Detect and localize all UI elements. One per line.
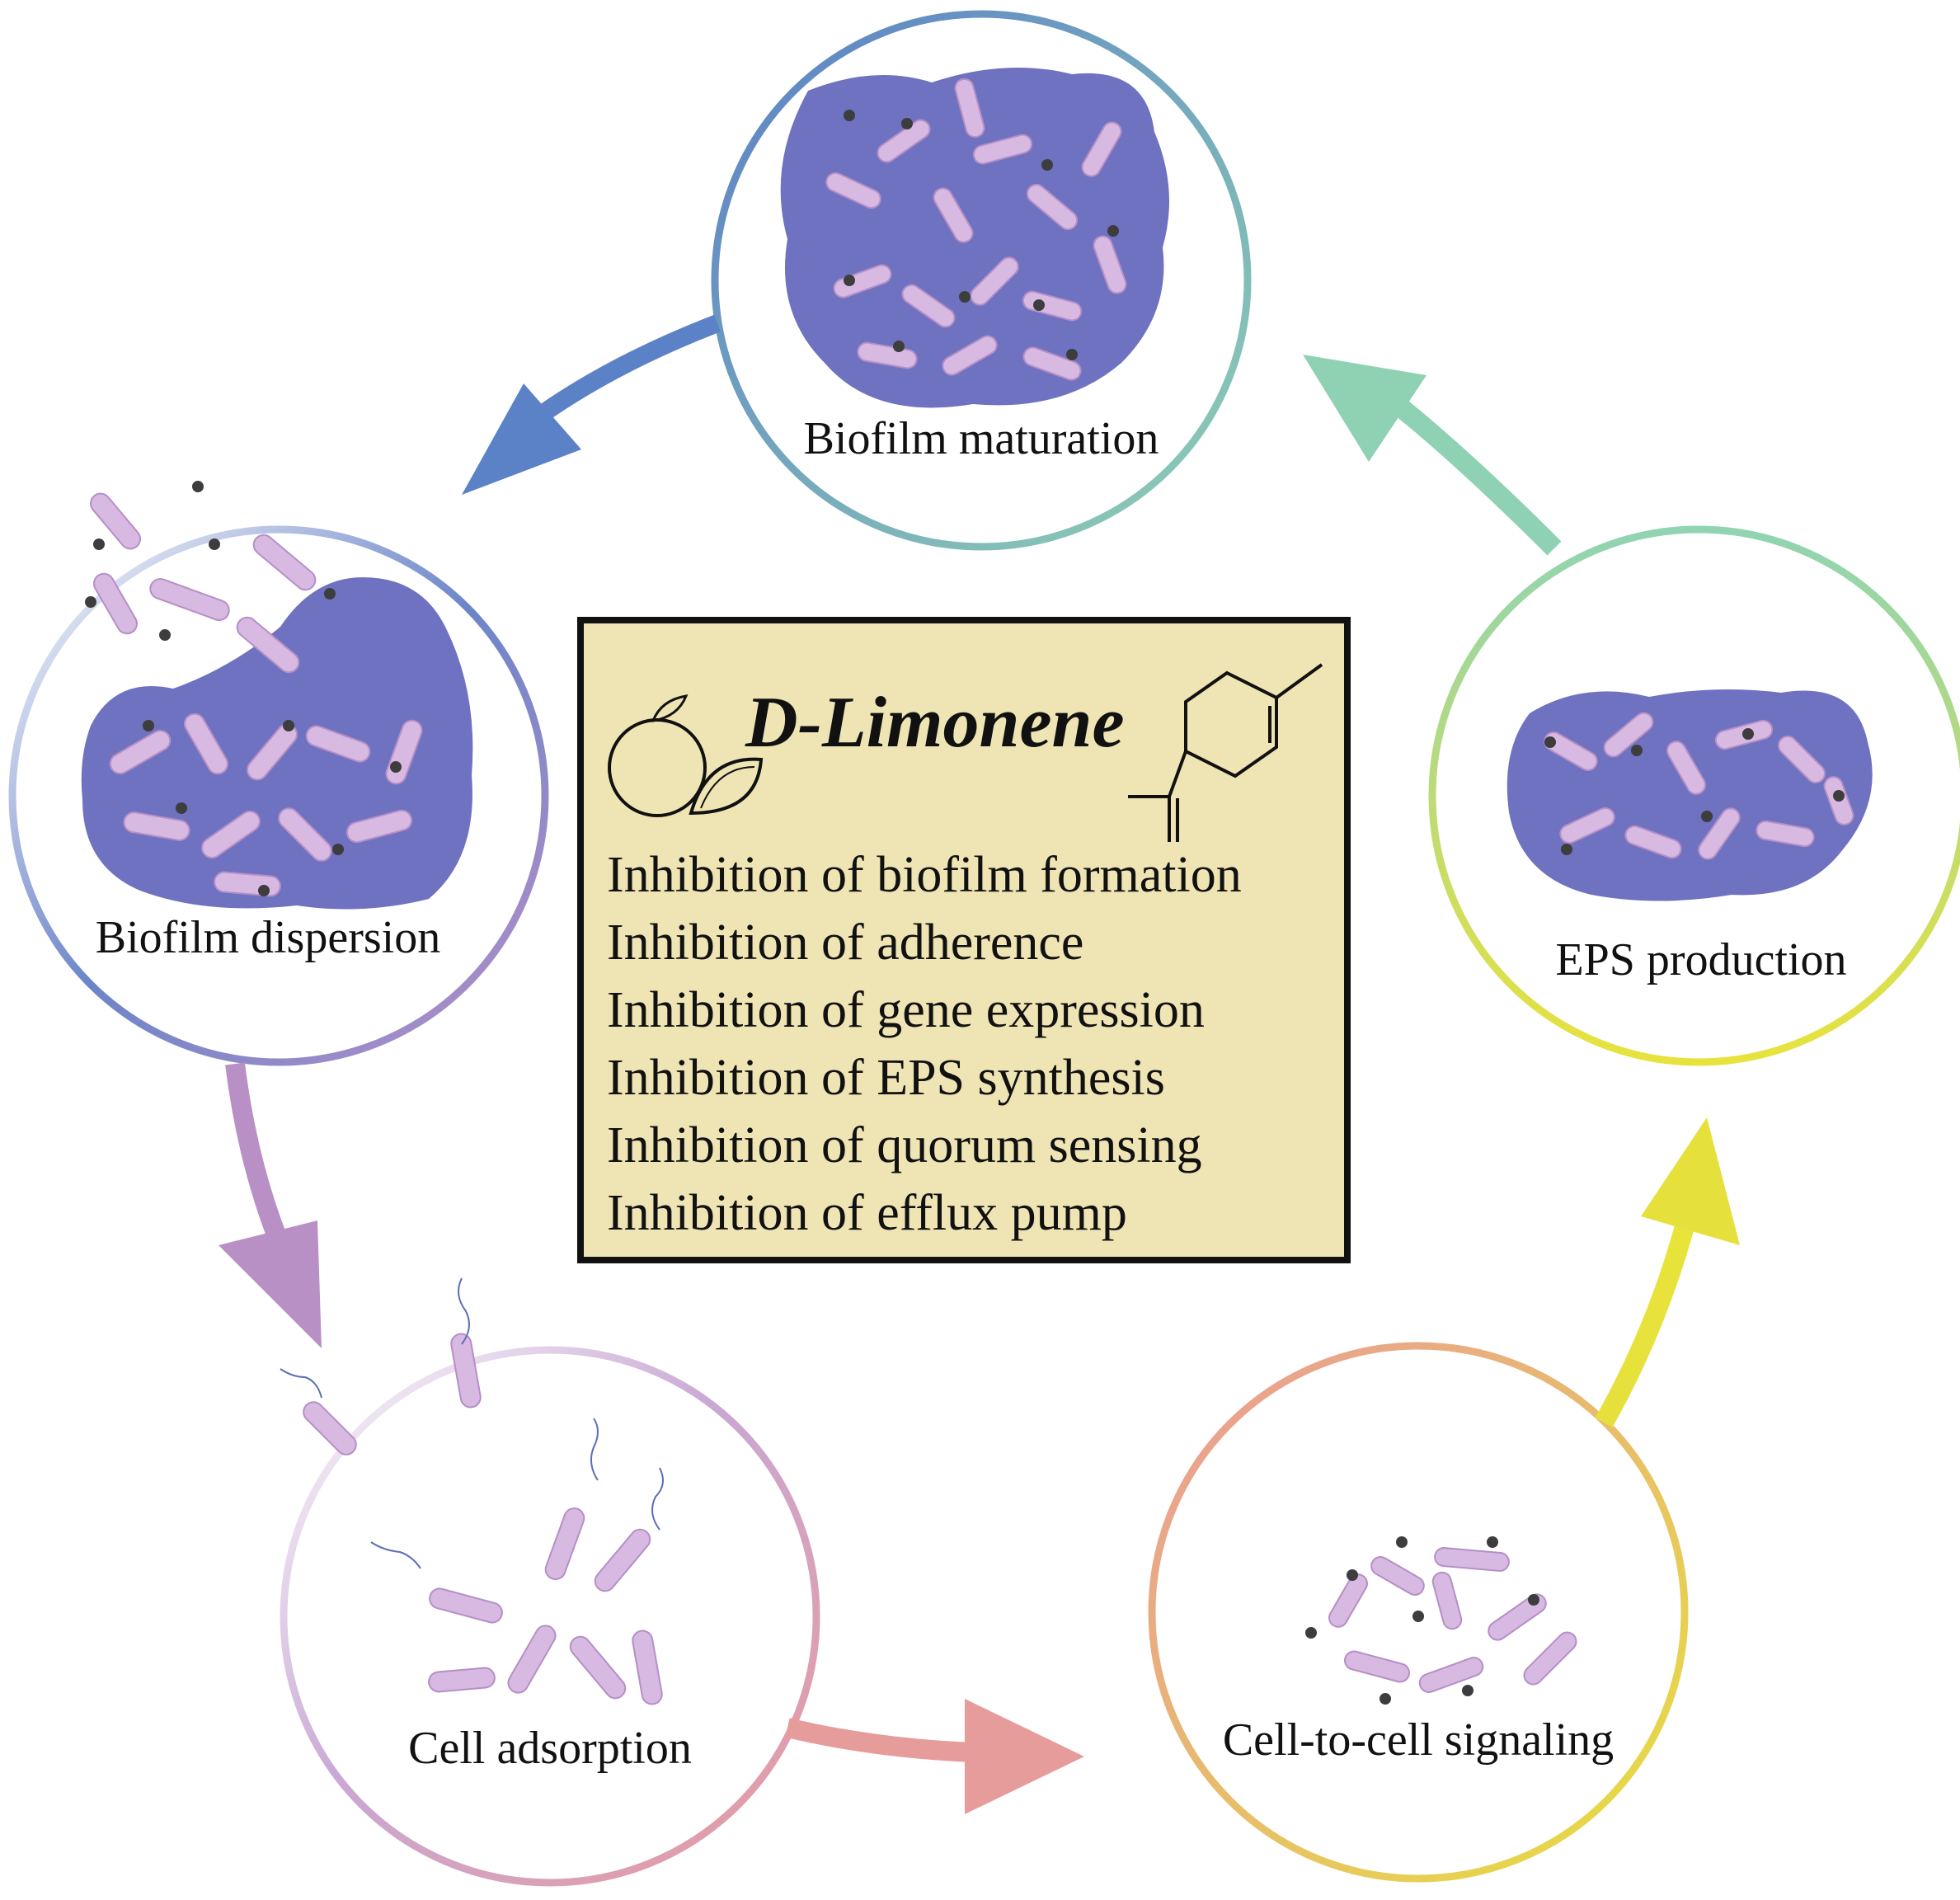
effect-item: Inhibition of biofilm formation bbox=[607, 847, 1242, 903]
stage-circle-adsorption bbox=[280, 1346, 820, 1887]
orange-icon bbox=[608, 694, 707, 817]
effect-item: Inhibition of EPS synthesis bbox=[607, 1050, 1165, 1106]
bacteria-cluster-dispersion bbox=[90, 492, 423, 897]
arrow-eps-to-maturation bbox=[1303, 355, 1562, 556]
effect-item: Inhibition of gene expression bbox=[607, 982, 1205, 1038]
bacteria-cluster-signaling bbox=[1328, 1547, 1577, 1693]
stage-label-signaling: Cell-to-cell signaling bbox=[1223, 1714, 1614, 1766]
stage-label-adsorption: Cell adsorption bbox=[408, 1723, 692, 1774]
biofilm-matrix-eps bbox=[1506, 689, 1873, 901]
bacteria-cluster-adsorption bbox=[303, 1333, 663, 1705]
stage-label-eps: EPS production bbox=[1555, 934, 1846, 985]
arrow-adsorption-to-signaling bbox=[785, 1699, 1084, 1814]
arrow-dispersion-to-adsorption bbox=[219, 1062, 322, 1348]
flagella bbox=[280, 1277, 664, 1569]
limonene-structure-icon bbox=[1128, 663, 1323, 842]
d-limonene-info-box: D-Limonene Inhibition of biofilm formati… bbox=[577, 617, 1351, 1263]
arrow-maturation-to-dispersion bbox=[462, 314, 721, 495]
signal-dots bbox=[85, 110, 1845, 1705]
stage-label-maturation: Biofilm maturation bbox=[804, 413, 1159, 464]
lemon-slice-icon bbox=[689, 757, 764, 816]
stage-label-dispersion: Biofilm dispersion bbox=[96, 912, 440, 963]
effect-item: Inhibition of quorum sensing bbox=[607, 1117, 1202, 1173]
effect-item: Inhibition of adherence bbox=[607, 915, 1084, 971]
arrow-signaling-to-eps bbox=[1595, 1117, 1740, 1427]
effect-item: Inhibition of efflux pump bbox=[607, 1185, 1127, 1241]
box-title: D-Limonene bbox=[745, 683, 1125, 763]
effects-list: Inhibition of biofilm formation Inhibiti… bbox=[607, 841, 1242, 1247]
